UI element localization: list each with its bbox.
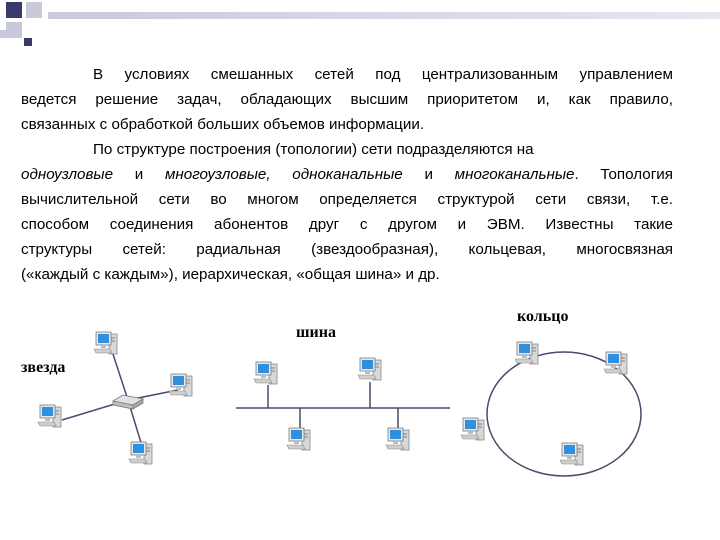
computer-icon bbox=[603, 351, 628, 375]
text-line: ведется решение задач, обладающих высшим… bbox=[21, 91, 673, 108]
corner-square bbox=[6, 2, 22, 18]
computer-icon bbox=[93, 331, 118, 355]
text-line: способом соединения абонентов друг с дру… bbox=[21, 216, 673, 233]
computer-icon bbox=[37, 404, 62, 428]
computer-icon bbox=[253, 361, 278, 385]
paragraph-2: По структуре построения (топологии) сети… bbox=[21, 137, 673, 287]
text-line: структуры сетей: радиальная (звездообраз… bbox=[21, 241, 673, 258]
computer-icon bbox=[168, 373, 193, 397]
header-bar bbox=[48, 12, 720, 19]
ring-topology-label: кольцо bbox=[517, 308, 569, 325]
body-text: В условиях смешанных сетей под централиз… bbox=[21, 62, 673, 287]
computer-icon bbox=[286, 427, 311, 451]
ring-line bbox=[486, 351, 642, 477]
star-diagram bbox=[61, 344, 179, 447]
corner-square bbox=[0, 30, 8, 38]
computer-icon bbox=[559, 442, 584, 466]
computer-icon bbox=[460, 417, 485, 441]
text-fragment: и bbox=[402, 166, 455, 183]
bus-topology-label: шина bbox=[296, 324, 336, 341]
paragraph-1: В условиях смешанных сетей под централиз… bbox=[21, 62, 673, 137]
star-topology-label: звезда bbox=[21, 359, 66, 376]
text-line: В условиях смешанных сетей под централиз… bbox=[93, 66, 673, 83]
text-line: По структуре построения (топологии) сети… bbox=[93, 141, 534, 158]
text-line: («каждый с каждым»), иерархическая, «общ… bbox=[21, 266, 440, 283]
computer-icon bbox=[128, 441, 153, 465]
computer-icon bbox=[514, 341, 539, 365]
corner-square bbox=[6, 22, 22, 38]
text-fragment: и bbox=[113, 166, 165, 183]
text-line: связанных с обработкой больших объемов и… bbox=[21, 116, 425, 133]
hub-icon bbox=[112, 394, 144, 410]
italic-term: одноузловые bbox=[21, 166, 114, 183]
corner-square bbox=[24, 38, 32, 46]
computer-icon bbox=[357, 357, 382, 381]
text-fragment: . Топология bbox=[574, 166, 673, 183]
bus-diagram bbox=[236, 382, 450, 432]
italic-term: многоканальные bbox=[454, 166, 575, 183]
computer-icon bbox=[385, 427, 410, 451]
corner-square bbox=[26, 2, 42, 18]
italic-term: многоузловые, одноканальные bbox=[164, 166, 403, 183]
text-line: одноузловые и многоузловые, одноканальны… bbox=[21, 162, 673, 187]
text-line: вычислительной сети во многом определяет… bbox=[21, 191, 673, 208]
